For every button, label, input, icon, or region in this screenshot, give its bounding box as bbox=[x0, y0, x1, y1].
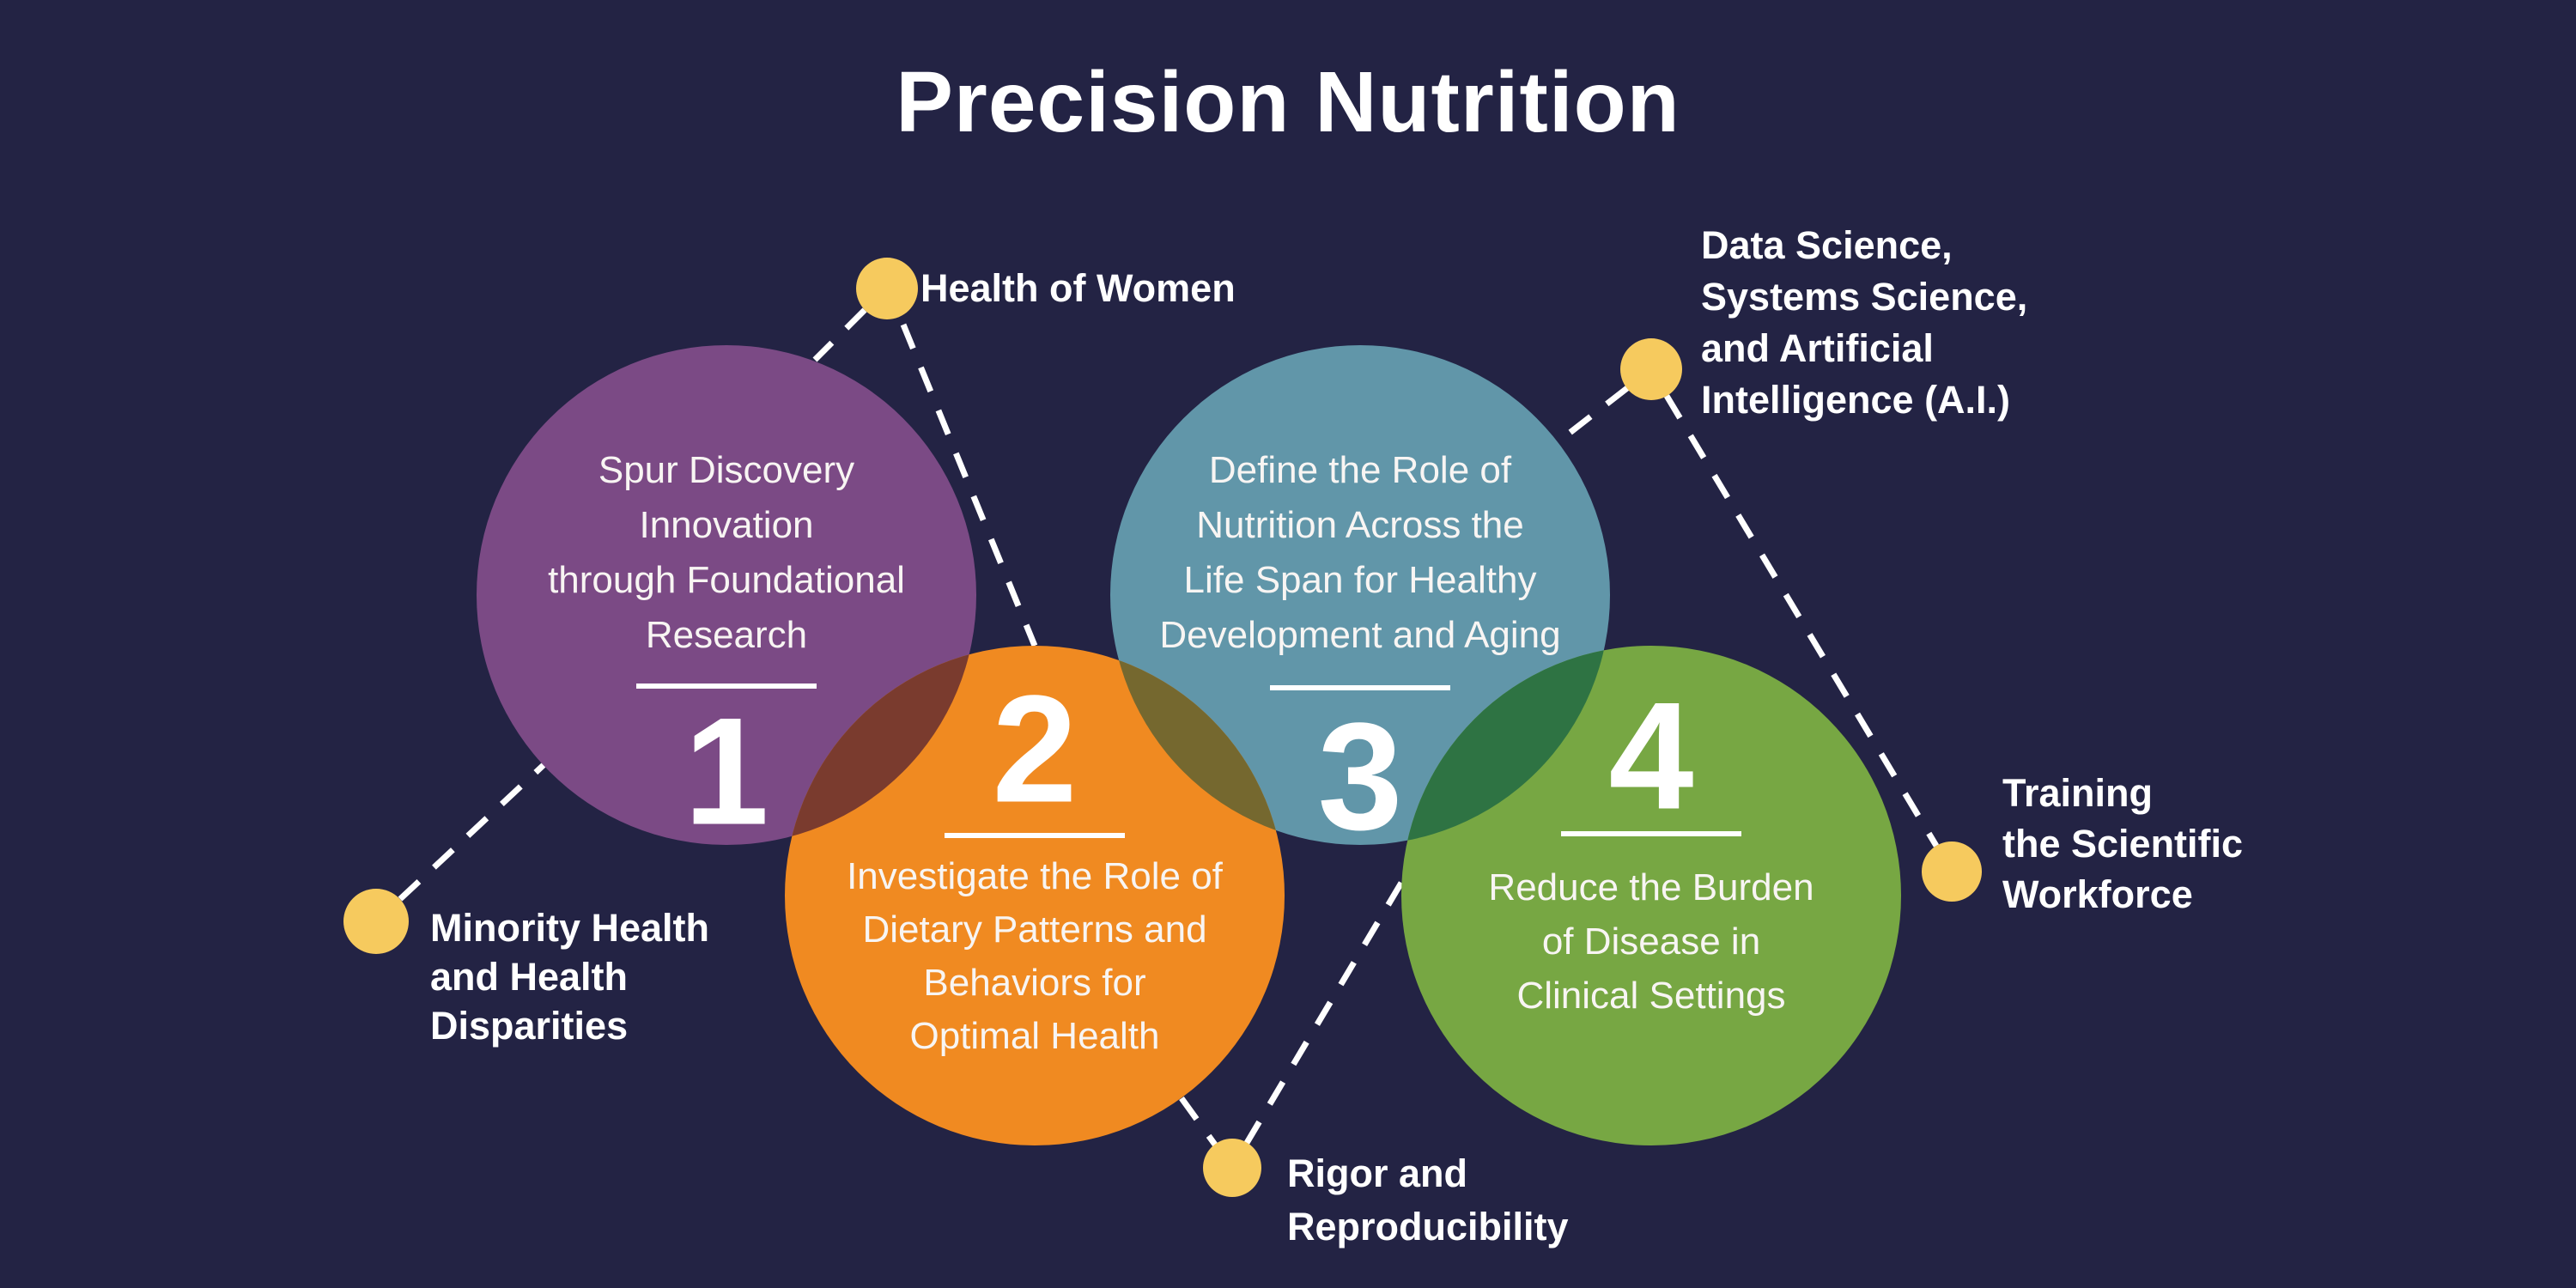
theme-label-minority-health: Minority Health and Health Disparities bbox=[430, 906, 710, 1048]
connector-rigor-goal-2 bbox=[1179, 1096, 1218, 1147]
goal-2-circle bbox=[785, 646, 1285, 1145]
goal-4-number: 4 bbox=[1608, 670, 1694, 841]
overlap-goal-3-4 bbox=[1401, 646, 1610, 845]
dot-minority-health bbox=[343, 889, 409, 954]
page-title: Precision Nutrition bbox=[896, 54, 1680, 150]
goal-1-text: Spur Discovery Innovation through Founda… bbox=[548, 449, 905, 656]
goal-4-text: Reduce the Burden of Disease in Clinical… bbox=[1488, 866, 1814, 1017]
connector-lines bbox=[398, 307, 1940, 1147]
goal-3-number: 3 bbox=[1317, 690, 1403, 862]
dot-training bbox=[1922, 841, 1982, 902]
goal-3-text: Define the Role of Nutrition Across the … bbox=[1159, 449, 1561, 656]
connector-data-science-goal-3 bbox=[1555, 386, 1630, 445]
theme-label-training: Training the Scientific Workforce bbox=[2002, 771, 2244, 916]
goal-2-text: Investigate the Role of Dietary Patterns… bbox=[847, 855, 1223, 1057]
dot-data-science bbox=[1620, 338, 1682, 400]
goal-1-number: 1 bbox=[683, 685, 769, 857]
goal-2-number: 2 bbox=[992, 663, 1078, 835]
goal-1-circle bbox=[477, 345, 976, 845]
theme-label-data-science: Data Science, Systems Science, and Artif… bbox=[1701, 223, 2028, 422]
dot-rigor bbox=[1203, 1139, 1261, 1197]
connector-health-of-women-goal-1 bbox=[812, 307, 867, 362]
goal-dividers bbox=[636, 683, 1741, 838]
connector-rigor-goal-4 bbox=[1243, 881, 1405, 1145]
connector-data-science-training bbox=[1663, 394, 1940, 848]
connector-health-of-women-goal-2 bbox=[900, 323, 1038, 647]
theme-label-rigor: Rigor and Reproducibility bbox=[1287, 1151, 1569, 1249]
connector-minority-health-goal-1 bbox=[398, 762, 546, 902]
theme-label-health-of-women: Health of Women bbox=[920, 266, 1236, 310]
dot-health-of-women bbox=[856, 258, 918, 319]
